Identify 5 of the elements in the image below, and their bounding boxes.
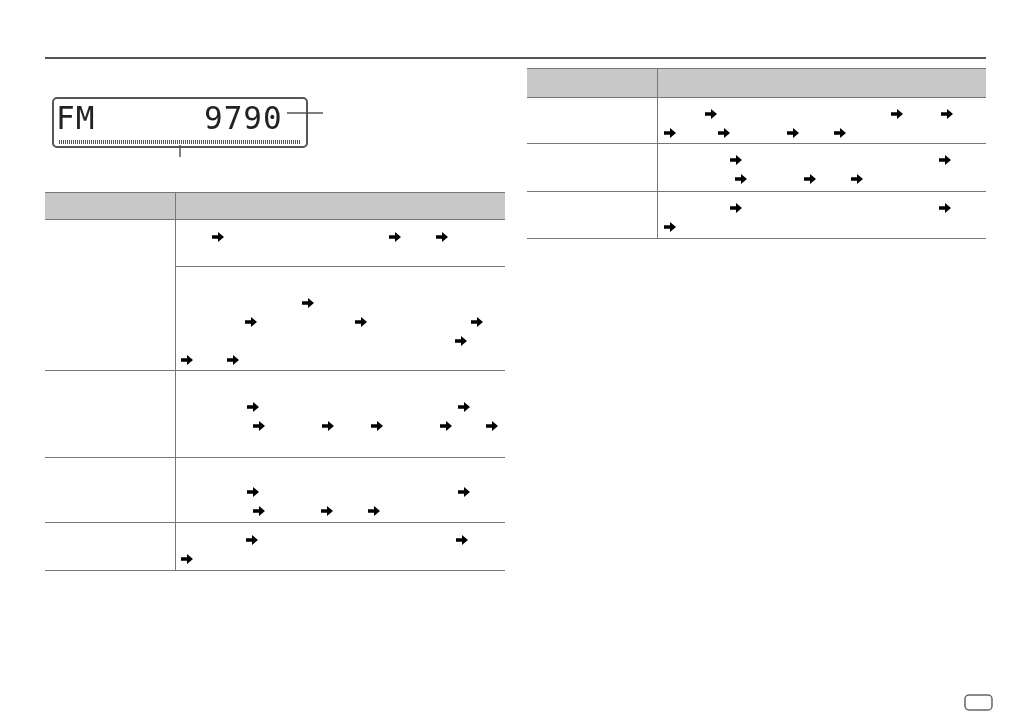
- leader-line: [179, 144, 181, 158]
- frequency-readout: 9790: [204, 100, 283, 134]
- display-text: FM: [56, 100, 96, 134]
- leader-line: [286, 112, 324, 114]
- level-meter-bar: [59, 140, 301, 144]
